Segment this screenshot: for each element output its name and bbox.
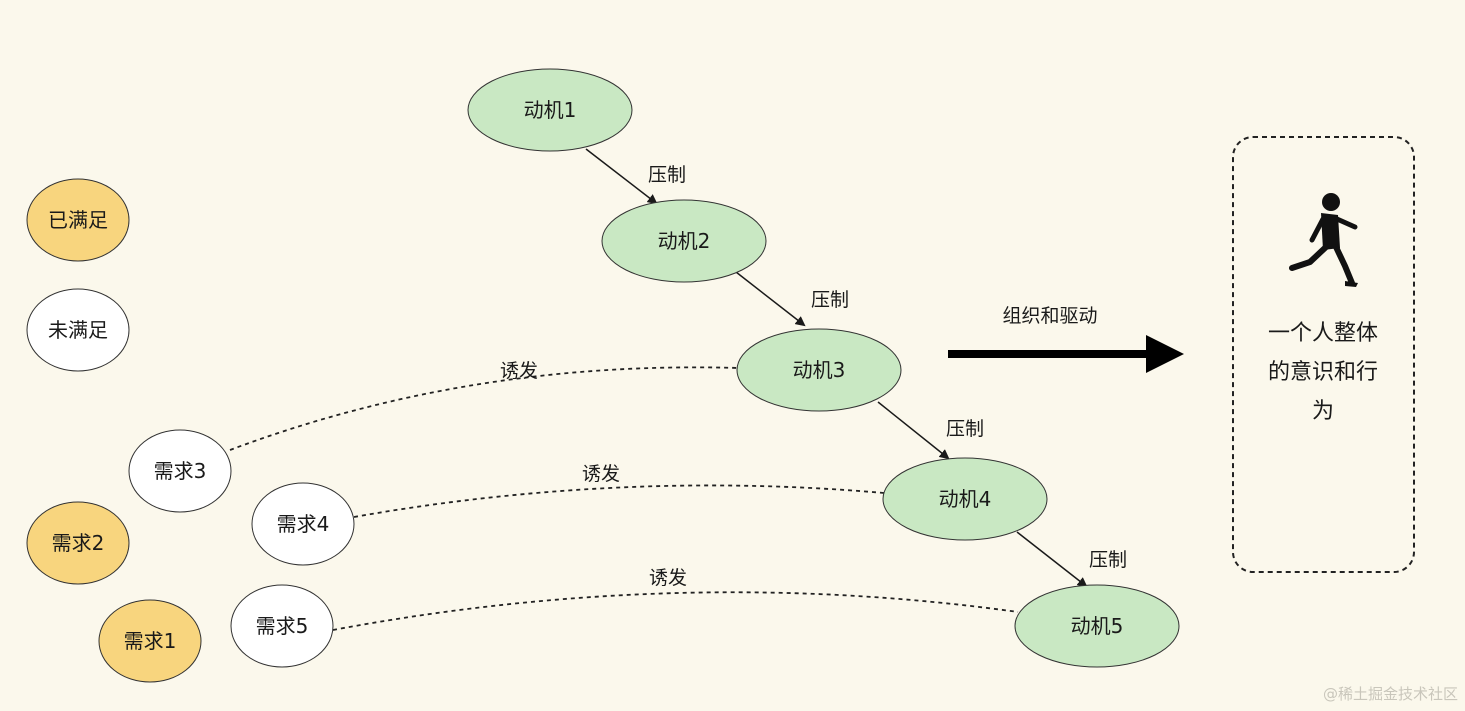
suppress-label-1: 压制: [648, 164, 686, 186]
need-4-node: [251, 482, 355, 566]
motive-1-node: [467, 68, 633, 152]
need-3-label: 需求3: [154, 459, 207, 483]
need-3-node: [128, 429, 232, 513]
motive-5-label: 动机5: [1071, 614, 1124, 638]
drive-label: 组织和驱动: [1002, 305, 1097, 327]
suppress-label-2: 压制: [811, 289, 849, 311]
motive-2-node: [601, 199, 767, 283]
suppress-edge-m2-m3: [735, 271, 806, 327]
running-person-icon: [1289, 193, 1358, 287]
trigger-edge-need5-motive5: [332, 591, 1019, 631]
suppress-label-3: 压制: [946, 418, 984, 440]
motive-3-label: 动机3: [793, 358, 846, 382]
motive-3-node: [736, 328, 902, 412]
legend-unsatisfied-circle: [26, 288, 130, 372]
need-5-label: 需求5: [256, 614, 309, 638]
drive-arrow-head: [1146, 335, 1184, 373]
trigger-edge-need3-motive3: [229, 366, 739, 451]
suppress-label-4: 压制: [1089, 549, 1127, 571]
trigger-edge-need4-motive4: [353, 484, 885, 518]
legend-unsatisfied-label: 未满足: [48, 318, 108, 342]
motive-2-label: 动机2: [658, 229, 711, 253]
result-text-line-3: 为: [1312, 399, 1334, 424]
trigger-label-1: 诱发: [500, 360, 538, 382]
suppress-edge-m3-m4: [877, 401, 950, 460]
need-1-label: 需求1: [124, 629, 177, 653]
motive-4-node: [882, 457, 1048, 541]
motive-5-node: [1014, 584, 1180, 668]
result-text-line-2: 的意识和行: [1268, 360, 1378, 385]
need-5-node: [230, 584, 334, 668]
trigger-label-3: 诱发: [649, 567, 687, 589]
trigger-label-2: 诱发: [582, 463, 620, 485]
legend-satisfied-label: 已满足: [48, 208, 108, 232]
motive-1-label: 动机1: [524, 98, 577, 122]
suppress-edge-m1-m2: [585, 148, 658, 205]
need-2-node: [26, 501, 130, 585]
need-4-label: 需求4: [277, 512, 330, 536]
suppress-edge-m4-m5: [1016, 531, 1088, 588]
motive-4-label: 动机4: [939, 487, 992, 511]
result-box: [1232, 136, 1415, 573]
need-2-label: 需求2: [52, 531, 105, 555]
legend-satisfied-circle: [26, 178, 130, 262]
result-text-line-1: 一个人整体: [1268, 321, 1378, 346]
need-1-node: [98, 599, 202, 683]
watermark: @稀土掘金技术社区: [1323, 685, 1458, 703]
